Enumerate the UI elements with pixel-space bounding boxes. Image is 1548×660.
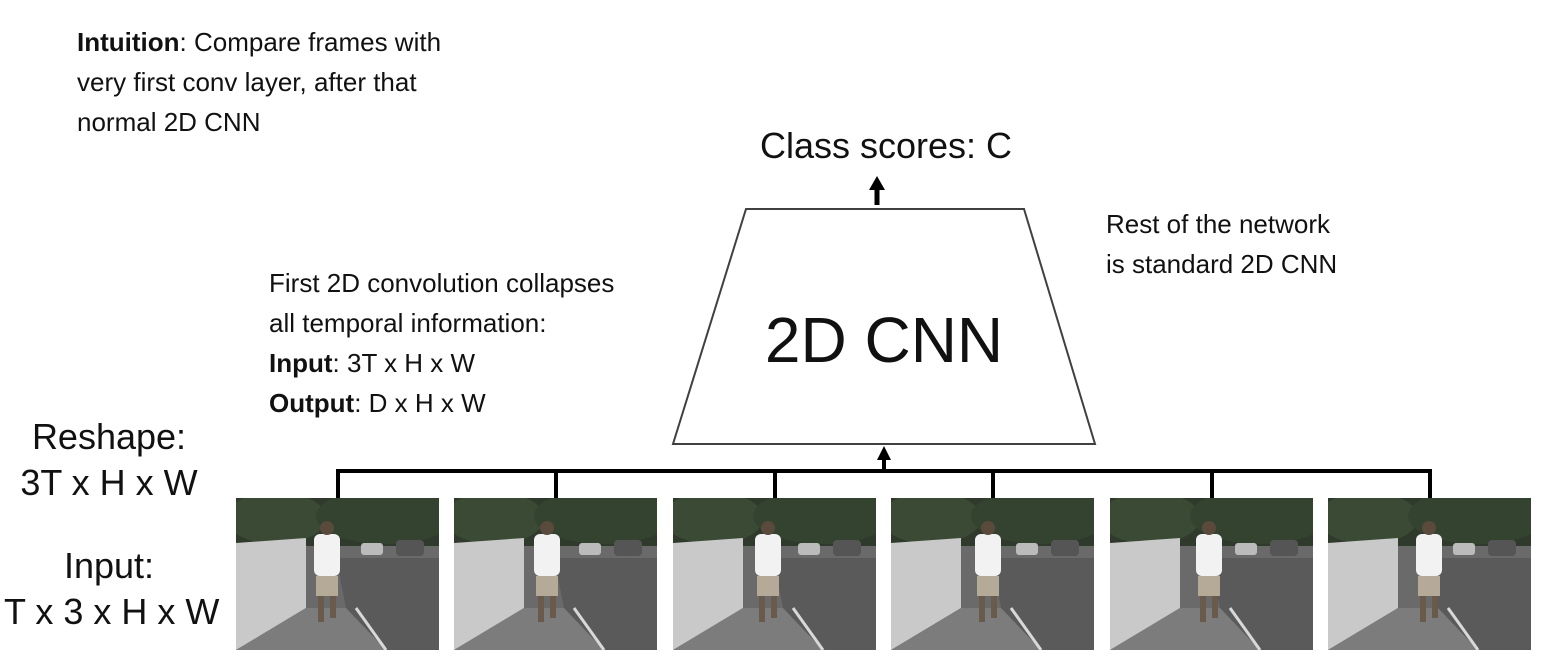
input-label: Input: T x 3 x H x W: [4, 543, 220, 635]
output-shape-value: : D x H x W: [354, 388, 486, 418]
reshape-shape: 3T x H x W: [20, 462, 198, 503]
intuition-text-2: very first conv layer, after that: [77, 67, 417, 97]
intuition-label: Intuition: [77, 27, 180, 57]
video-frame-4: [891, 498, 1094, 650]
cnn-trapezoid: [671, 208, 1097, 445]
video-frame-6: [1328, 498, 1531, 650]
rest-of-network-note: Rest of the network is standard 2D CNN: [1106, 204, 1337, 284]
rest-note-line-1: Rest of the network: [1106, 209, 1330, 239]
output-shape-label: Output: [269, 388, 355, 418]
first-conv-line-2: all temporal information:: [269, 308, 547, 338]
input-title: Input:: [63, 545, 155, 586]
video-frame-2: [454, 498, 657, 650]
intuition-text-1: : Compare frames with: [179, 27, 442, 57]
output-arrowhead: [869, 176, 885, 190]
input-shape: T x 3 x H x W: [4, 591, 220, 632]
video-frame-1: [236, 498, 439, 650]
input-shape-value: : 3T x H x W: [332, 348, 476, 378]
first-conv-line-1: First 2D convolution collapses: [269, 268, 615, 298]
intuition-note: Intuition: Compare frames with very firs…: [77, 22, 441, 142]
cnn-label: 2D CNN: [764, 304, 1004, 376]
input-shape-label: Input: [269, 348, 333, 378]
reshape-label: Reshape: 3T x H x W: [14, 414, 204, 506]
input-arrowhead: [877, 446, 891, 460]
rest-note-line-2: is standard 2D CNN: [1106, 249, 1338, 279]
class-scores-label: Class scores: C: [760, 125, 1013, 166]
video-frame-3: [673, 498, 876, 650]
video-frame-5: [1110, 498, 1313, 650]
intuition-text-3: normal 2D CNN: [77, 107, 261, 137]
first-conv-note: First 2D convolution collapses all tempo…: [269, 263, 614, 423]
reshape-title: Reshape:: [31, 416, 187, 457]
